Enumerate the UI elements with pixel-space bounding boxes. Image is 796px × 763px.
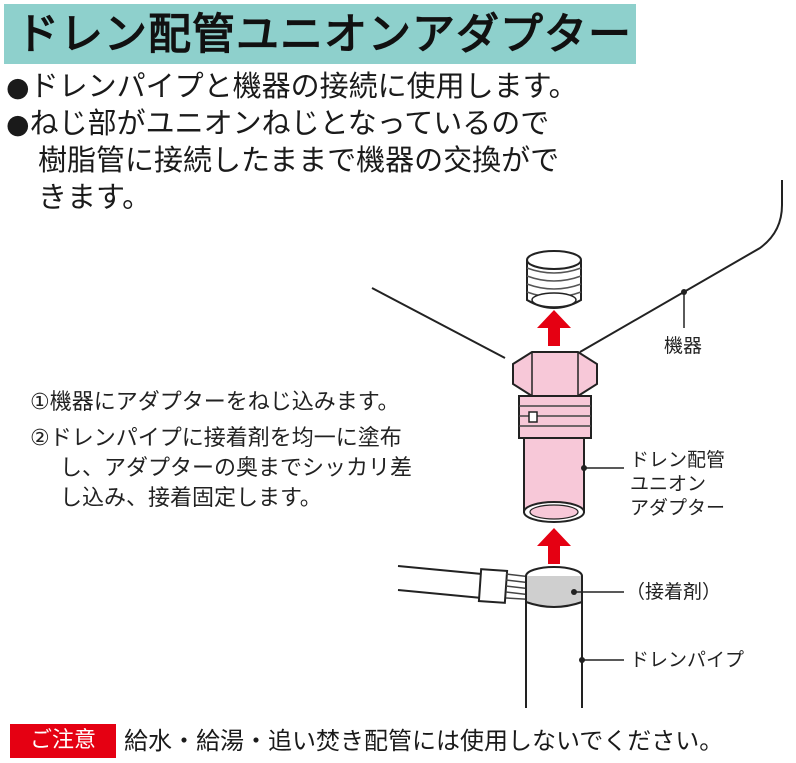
bullet-icon: ● [6,109,30,140]
insert-arrow-up-bottom [537,528,571,564]
intro-bullet-2: ●ねじ部がユニオンねじとなっているので [6,105,549,143]
intro-bullet-1-text: ドレンパイプと機器の接続に使用します。 [29,69,578,103]
intro-bullet-2-line-2: 樹脂管に接続したままで機器の交換がで [38,143,560,177]
label-adapter-line-1: ドレン配管 [630,449,726,471]
caution-badge: ご注意 [10,724,116,758]
union-adapter [512,351,598,523]
title-banner: ドレン配管ユニオンアダプター [4,4,636,64]
step-2-line-3: し込み、接着固定します。 [60,486,322,511]
intro-bullet-2-line-3: きます。 [38,180,152,214]
label-adapter-line-2: ユニオン [630,473,707,495]
drain-pipe [525,566,583,708]
label-adapter-line-3: アダプター [630,497,726,519]
step-1: ①機器にアダプターをねじ込みます。 [30,390,400,415]
label-equipment: 機器 [664,335,703,357]
step-2-line-2: し、アダプターの奥までシッカリ差 [60,456,413,481]
insert-arrow-up-top [537,310,571,346]
label-adhesive: （接着剤） [626,581,722,603]
intro-bullet-1: ●ドレンパイプと機器の接続に使用します。 [6,68,578,106]
equipment-thread-fitting [526,250,582,309]
step-2-line-1: ②ドレンパイプに接着剤を均一に塗布 [30,426,402,451]
page-title: ドレン配管ユニオンアダプター [16,10,632,60]
caution-text: 給水・給湯・追い焚き配管には使用しないでください。 [124,727,724,755]
equipment-edge-left [371,287,506,359]
equipment-edge-right [579,180,783,353]
adhesive-brush [397,565,541,604]
bullet-icon: ● [6,72,30,103]
label-drain-pipe: ドレンパイプ [630,649,745,671]
intro-bullet-2-text: ねじ部がユニオンねじとなっているので [29,106,550,140]
